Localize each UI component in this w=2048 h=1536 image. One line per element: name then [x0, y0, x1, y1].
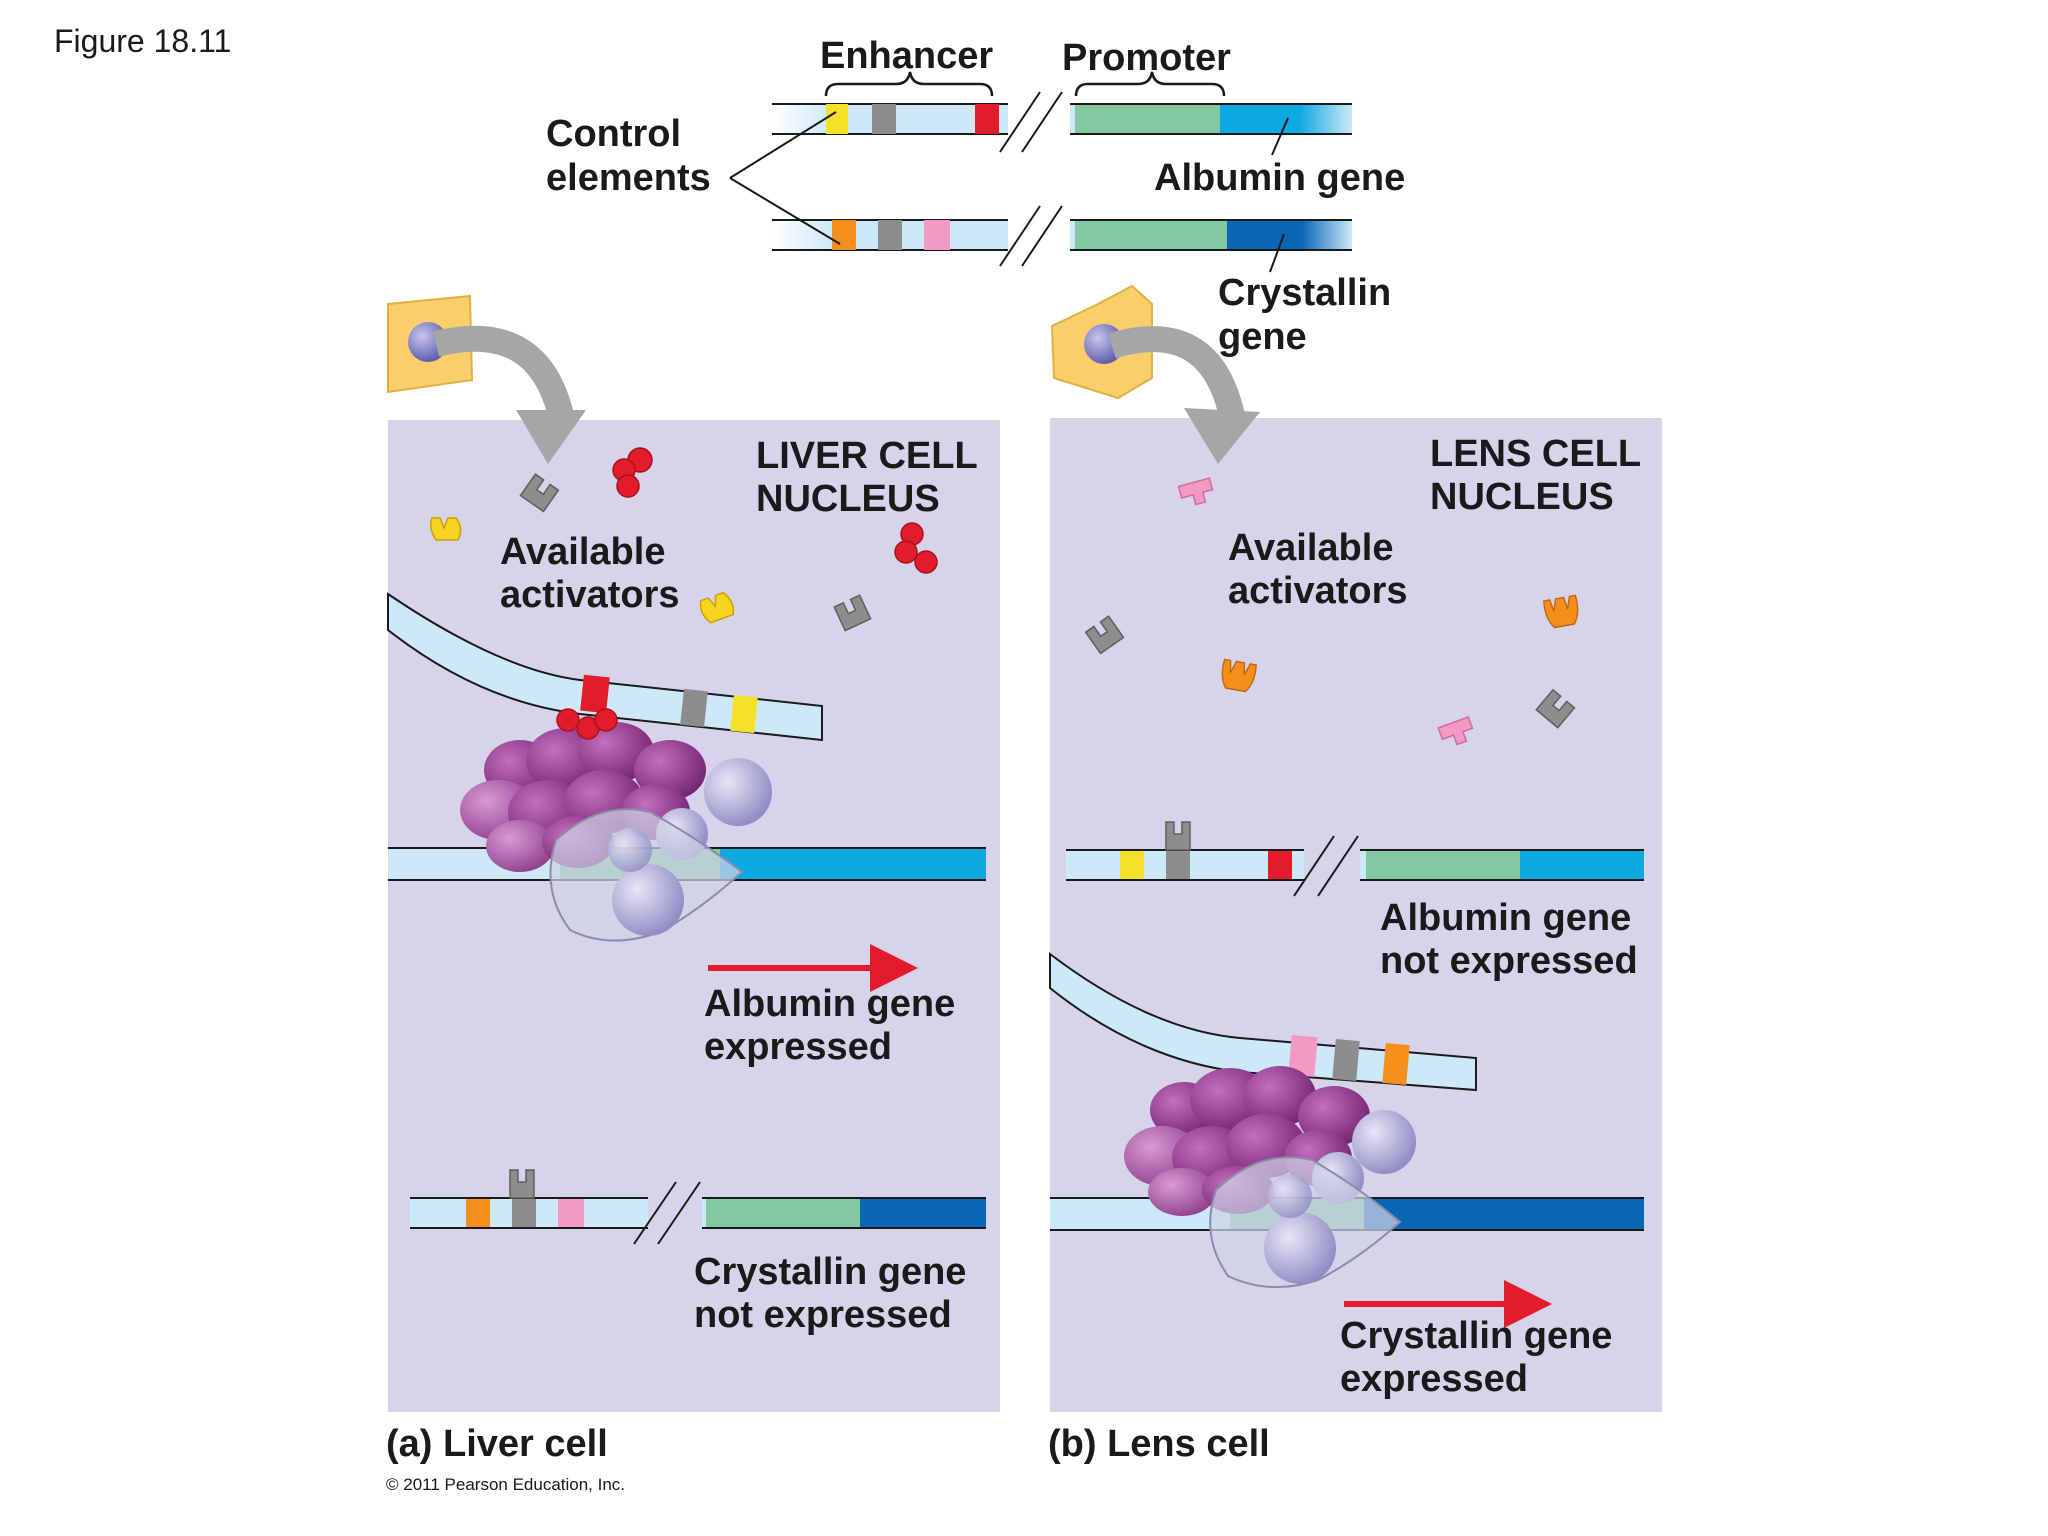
albumin-gene-schematic: [772, 91, 1352, 153]
enhancer-label: Enhancer: [820, 35, 993, 77]
lens-activator-gray-free: [1084, 615, 1125, 655]
liver-nucleus: [388, 420, 1000, 1412]
figure-label: Figure 18.11: [54, 23, 231, 59]
activator-gray-free: [519, 473, 560, 513]
activator-yellow-free-2: [699, 591, 735, 624]
liver-nucleus-label-line1: LIVER CELL: [756, 435, 978, 477]
lens-activator-pink-free-2: [1437, 716, 1474, 746]
lens-cell-panel: LENS CELL NUCLEUS Available activators: [1049, 284, 1662, 1412]
activator-red-free-2: [894, 522, 938, 574]
liver-crystallin-not-expressed-line1: Crystallin gene: [694, 1251, 966, 1293]
lens-transcription-complex: [1124, 1066, 1416, 1289]
lens-activator-pink-free: [1177, 477, 1214, 506]
lens-activators-label-line2: activators: [1228, 570, 1408, 612]
activator-red-free: [612, 447, 653, 498]
liver-bound-yellow-element: [730, 694, 758, 734]
lens-nucleus-label-line1: LENS CELL: [1430, 433, 1641, 475]
crystallin-pink-element: [924, 220, 950, 250]
enhancer-brace: [824, 71, 994, 97]
lens-albumin-not-expressed-line1: Albumin gene: [1380, 897, 1631, 939]
promoter-label: Promoter: [1062, 37, 1231, 79]
lens-cell-caption: (b) Lens cell: [1048, 1423, 1270, 1465]
liver-crystallin-not-expressed-line2: not expressed: [694, 1294, 952, 1336]
control-elements-label-line2: elements: [546, 157, 711, 199]
lens-crystallin-expressed-line1: Crystallin gene: [1340, 1315, 1612, 1357]
control-elements-pointer-top: [729, 111, 837, 179]
liver-bound-gray-element: [680, 688, 708, 728]
control-elements-pointer-bottom: [729, 177, 841, 245]
liver-crystallin-gray-activator: [509, 1169, 535, 1199]
liver-cell-panel: LIVER CELL NUCLEUS Available activators: [387, 294, 1000, 1412]
control-elements-label-line1: Control: [546, 113, 681, 155]
enhancer-yellow-element: [826, 104, 848, 134]
lens-activator-orange-free-2: [1543, 594, 1579, 629]
liver-signal-arrow: [432, 325, 575, 424]
crystallin-gene-label-line1: Crystallin: [1218, 272, 1391, 314]
activator-gray-free-2: [833, 594, 872, 632]
crystallin-gray-element: [878, 220, 902, 250]
liver-activators-label-line1: Available: [500, 531, 665, 573]
lens-bound-orange-element: [1382, 1043, 1410, 1085]
liver-bound-red-element: [580, 674, 610, 714]
liver-albumin-coding: [720, 848, 986, 880]
liver-albumin-expressed-line1: Albumin gene: [704, 983, 955, 1025]
lens-albumin-gray-activator: [1165, 821, 1191, 851]
lens-activator-gray-free-2: [1535, 688, 1576, 729]
lens-bound-pink-element: [1288, 1034, 1318, 1078]
lens-signal-arrow: [1108, 326, 1245, 420]
liver-albumin-expressed-line2: expressed: [704, 1026, 892, 1068]
liver-cell-caption: (a) Liver cell: [386, 1423, 608, 1465]
liver-enhancer-dna-loop: [387, 592, 823, 742]
liver-activators-label-line2: activators: [500, 574, 680, 616]
promoter-brace: [1074, 71, 1226, 97]
activator-yellow-free: [429, 517, 462, 541]
lens-activators-label-line1: Available: [1228, 527, 1393, 569]
lens-enhancer-dna-loop: [1049, 951, 1477, 1092]
lens-activator-orange-free: [1221, 658, 1257, 693]
enhancer-gray-element: [872, 104, 896, 134]
albumin-gene-label: Albumin gene: [1154, 157, 1405, 199]
lens-albumin-not-expressed-line2: not expressed: [1380, 940, 1638, 982]
enhancer-red-element: [975, 104, 999, 134]
liver-transcription-complex: [460, 708, 772, 942]
crystallin-gene-label-line2: gene: [1218, 316, 1307, 358]
lens-nucleus-label-line2: NUCLEUS: [1430, 476, 1614, 518]
liver-nucleus-label-line2: NUCLEUS: [756, 478, 940, 520]
lens-bound-gray-element: [1332, 1039, 1360, 1081]
lens-crystallin-expressed-line2: expressed: [1340, 1358, 1528, 1400]
copyright-notice: © 2011 Pearson Education, Inc.: [386, 1475, 625, 1494]
crystallin-orange-element: [832, 220, 856, 250]
crystallin-gene-schematic: [772, 205, 1352, 267]
